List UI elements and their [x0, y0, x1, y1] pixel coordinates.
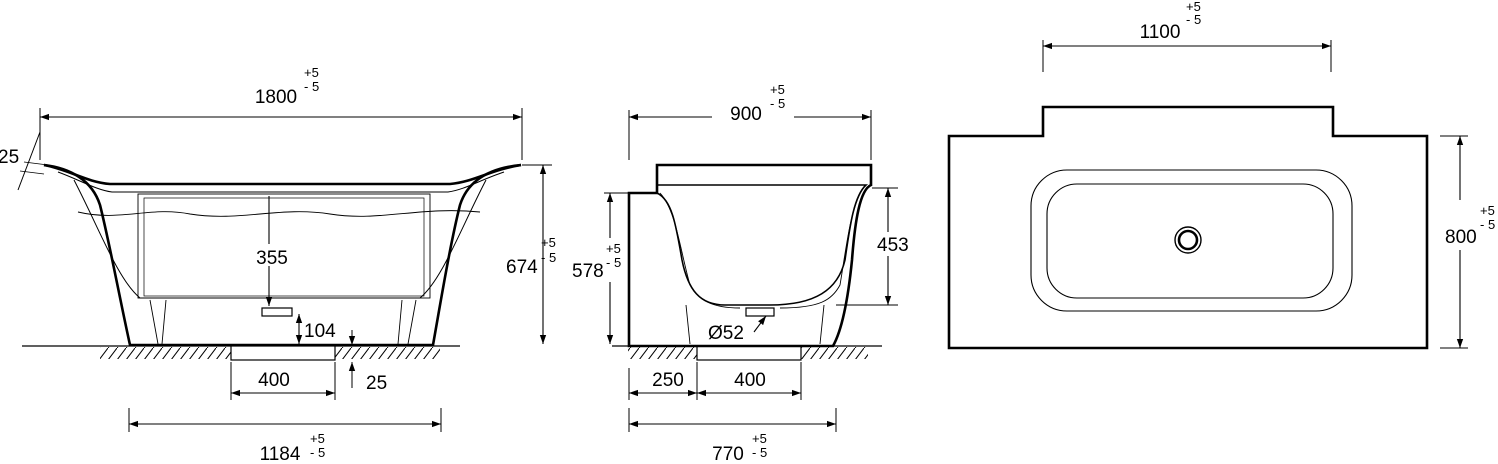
side-width-tol-plus: +5	[770, 82, 785, 97]
top-basin-outer	[1030, 169, 1353, 312]
top-drain-inner	[1177, 229, 1199, 251]
top-view: 1100 +5 - 5 800 +5 - 5	[947, 0, 1498, 350]
front-water-line	[77, 210, 481, 217]
top-outline	[947, 105, 1429, 350]
front-water-depth-label-bg	[252, 244, 292, 266]
front-drain	[261, 307, 293, 317]
side-leg	[685, 304, 825, 345]
front-height-tol-plus: +5	[541, 235, 556, 250]
top-drain-outer	[1174, 226, 1202, 254]
front-rim-tick-2	[19, 170, 45, 175]
side-width-label-bg	[712, 100, 794, 124]
top-width-tol-minus: - 5	[1186, 12, 1201, 27]
side-inner-basin	[656, 184, 869, 306]
top-basin-inner	[1046, 183, 1334, 299]
front-water-depth-value: 355	[256, 248, 288, 269]
side-drain-leader	[753, 315, 767, 333]
front-base-value: 400	[258, 370, 290, 391]
side-height-tol-plus: +5	[606, 241, 621, 256]
top-depth-tol-plus: +5	[1480, 203, 1495, 218]
front-support-value: 1184	[260, 444, 301, 464]
front-support-tol-minus: - 5	[310, 445, 325, 460]
side-width-tol-minus: - 5	[770, 96, 785, 111]
side-width-value: 900	[730, 104, 762, 125]
front-rim-top	[43, 163, 522, 186]
front-length-tol-plus: +5	[304, 65, 319, 80]
side-support-tol-plus: +5	[752, 431, 767, 446]
side-height-tol-minus: - 5	[606, 255, 621, 270]
side-base-plinth	[696, 345, 802, 361]
front-inner-panel-2	[143, 197, 425, 297]
side-base-value: 400	[734, 370, 766, 391]
front-inner-panel	[137, 193, 431, 299]
front-tub-outline	[43, 163, 522, 347]
side-height-value: 578	[572, 261, 604, 282]
front-view: 1800 +5 - 5 25 674 +5 - 5 355 104 25 400	[0, 65, 556, 464]
side-view: 900 +5 - 5 578 +5 - 5 453 Ø52 250 400 77…	[568, 82, 914, 464]
front-support-tol-plus: +5	[310, 431, 325, 446]
side-offset-value: 250	[652, 370, 684, 391]
side-inner-line	[659, 192, 741, 309]
top-depth-tol-minus: - 5	[1480, 217, 1495, 232]
front-rim-inner	[57, 171, 505, 193]
front-height-tol-minus: - 5	[541, 250, 556, 265]
front-leg-right	[397, 299, 417, 345]
side-depth-value: 453	[877, 235, 909, 256]
side-height-label-bg	[568, 238, 626, 282]
side-support-value: 770	[712, 444, 744, 464]
side-depth-label-bg	[876, 232, 914, 256]
top-width-tol-plus: +5	[1186, 0, 1201, 14]
side-drain	[745, 307, 775, 317]
top-width-value: 1100	[1140, 22, 1181, 43]
front-drain-height-value: 104	[304, 321, 336, 342]
front-floor-offset-value: 25	[366, 373, 387, 394]
front-rim-value: 25	[0, 147, 19, 168]
front-rim-dim-line	[17, 131, 41, 191]
side-inner-line-2	[779, 189, 863, 309]
front-leg-left	[149, 299, 167, 345]
front-base-plinth	[230, 345, 336, 361]
front-length-value: 1800	[255, 87, 297, 108]
side-body-outline	[627, 163, 873, 348]
top-depth-label-bg	[1442, 200, 1498, 250]
side-support-tol-minus: - 5	[752, 445, 767, 460]
front-rim-tick-1	[23, 161, 49, 166]
side-drain-value: Ø52	[708, 323, 744, 344]
front-length-tol-minus: - 5	[304, 79, 319, 94]
top-depth-value: 800	[1445, 227, 1477, 248]
front-height-value: 674	[506, 257, 538, 278]
